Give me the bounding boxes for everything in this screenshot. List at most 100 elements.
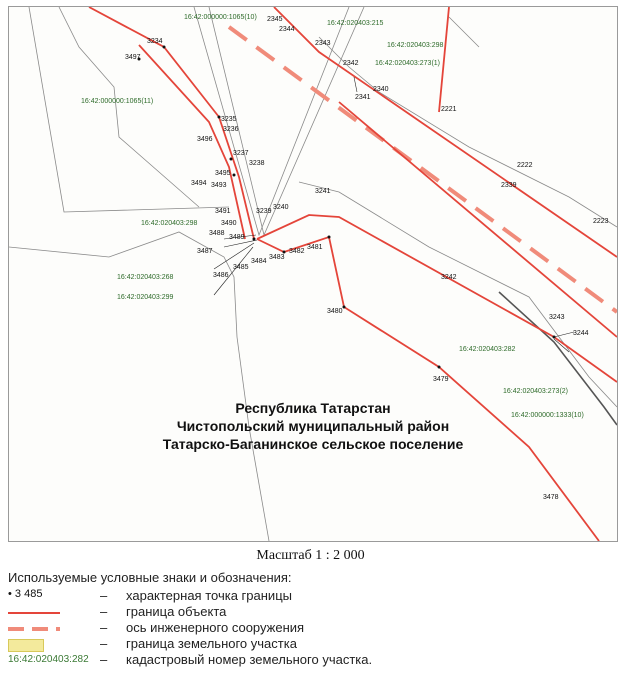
boundary-west-a (88, 7, 255, 240)
point-3235 (217, 115, 221, 119)
label-3242: 3242 (441, 274, 457, 281)
label-3243: 3243 (549, 314, 565, 321)
legend-desc-axis: ось инженерного сооружения (126, 620, 305, 635)
point-3483 (282, 250, 286, 254)
map-frame[interactable]: 3234 3497 3235 3236 3496 3237 3238 3495 … (8, 6, 618, 542)
label-3483: 3483 (269, 254, 285, 261)
gray-line-south (298, 181, 617, 408)
gray-line-ne (448, 16, 480, 48)
label-3482: 3482 (289, 248, 305, 255)
label-2221: 2221 (441, 106, 457, 113)
region-district: Чистопольский муниципальный район (176, 418, 450, 434)
label-3488: 3488 (209, 230, 225, 237)
label-3236: 3236 (223, 126, 239, 133)
label-3486: 3486 (213, 272, 229, 279)
point-3237 (229, 157, 233, 161)
label-3495: 3495 (215, 170, 231, 177)
cad-label-268: 16:42:020403:268 (117, 274, 174, 281)
gray-line-west-parcel (28, 7, 230, 213)
label-3494: 3494 (191, 180, 207, 187)
boundary-west-b (138, 44, 246, 240)
point-3489 (252, 237, 256, 241)
label-3237: 3237 (233, 150, 249, 157)
legend-point-sample: • 3 485 (8, 588, 43, 600)
legend-dashed-line-icon (8, 627, 60, 631)
legend-parcel-swatch-icon (8, 639, 44, 652)
label-2340: 2340 (373, 86, 389, 93)
label-2344: 2344 (279, 26, 295, 33)
legend-row-boundary: – граница объекта (8, 604, 618, 622)
legend-cadastral-sample: 16:42:020403:282 (8, 654, 89, 665)
dark-line-road (498, 291, 617, 426)
label-2341: 2341 (355, 94, 371, 101)
boundary-points (137, 45, 556, 369)
cad-label-273-1: 16:42:020403:273(1) (375, 60, 440, 67)
cad-label-1065-11: 16:42:000000:1065(11) (81, 98, 153, 105)
map-canvas[interactable]: 3234 3497 3235 3236 3496 3237 3238 3495 … (9, 7, 617, 541)
label-3234: 3234 (147, 38, 163, 45)
label-2222: 2222 (517, 162, 533, 169)
cad-label-298-west: 16:42:020403:298 (141, 220, 198, 227)
region-settlement: Татарско-Баганинское сельское поселение (162, 436, 464, 452)
label-2223: 2223 (593, 218, 609, 225)
label-3480: 3480 (327, 308, 343, 315)
label-2345: 2345 (267, 16, 283, 23)
boundary-corridor-north (273, 7, 617, 258)
gray-line-v-roads (193, 7, 350, 237)
label-3241: 3241 (315, 188, 331, 195)
gray-line-corridor (318, 36, 617, 228)
legend-dash: – (100, 604, 108, 619)
label-3491: 3491 (215, 208, 231, 215)
label-3496: 3496 (197, 136, 213, 143)
cadastral-labels: 16:42:000000:1065(10) 16:42:020403:215 1… (81, 14, 584, 419)
legend-symbol-point: • 3 485 (8, 588, 88, 606)
legend-desc-point: характерная точка границы (126, 588, 292, 603)
legend-symbol-boundary (8, 604, 88, 622)
engineering-axis-line (227, 25, 617, 314)
point-3480 (342, 305, 346, 309)
boundary-corridor-south (338, 101, 617, 338)
label-2343: 2343 (315, 40, 331, 47)
label-3479: 3479 (433, 376, 449, 383)
label-3497: 3497 (125, 54, 141, 61)
cad-label-215: 16:42:020403:215 (327, 20, 384, 27)
gray-line-inner (58, 7, 200, 208)
legend-row-parcel: – граница земельного участка (8, 636, 618, 654)
gray-line-lane (9, 231, 270, 541)
label-3478: 3478 (543, 494, 559, 501)
cad-label-273-2: 16:42:020403:273(2) (503, 388, 568, 395)
legend-desc-boundary: граница объекта (126, 604, 227, 619)
legend-row-point: • 3 485 – характерная точка границы (8, 588, 618, 606)
point-3495 (232, 173, 236, 177)
legend-dash: – (100, 620, 108, 635)
label-3239: 3239 (256, 208, 272, 215)
legend-row-axis: – ось инженерного сооружения (8, 620, 618, 638)
label-3244: 3244 (573, 330, 589, 337)
parcel-lines (9, 7, 617, 541)
legend-symbol-parcel (8, 636, 88, 654)
label-3487: 3487 (197, 248, 213, 255)
label-2339: 2339 (501, 182, 517, 189)
label-3481: 3481 (307, 244, 323, 251)
cad-label-299: 16:42:020403:299 (117, 294, 174, 301)
cad-label-298-north: 16:42:020403:298 (387, 42, 444, 49)
boundary-ne-parcel (438, 7, 450, 113)
point-3479 (437, 365, 441, 369)
cad-label-282: 16:42:020403:282 (459, 346, 516, 353)
legend-desc-cadastral: кадастровый номер земельного участка. (126, 652, 373, 667)
label-3489: 3489 (229, 234, 245, 241)
cad-label-1333-10: 16:42:000000:1333(10) (511, 412, 584, 419)
map-scale: Масштаб 1 : 2 000 (256, 548, 365, 563)
label-3235: 3235 (221, 116, 237, 123)
boundary-south-east (256, 214, 617, 383)
point-3234 (162, 45, 166, 49)
legend-red-line-icon (8, 612, 60, 614)
label-3493: 3493 (211, 182, 227, 189)
label-3240: 3240 (273, 204, 289, 211)
point-3497 (137, 57, 141, 61)
legend-dash: – (100, 636, 108, 651)
point-labels: 3234 3497 3235 3236 3496 3237 3238 3495 … (125, 16, 609, 501)
cad-label-1065-10: 16:42:000000:1065(10) (184, 14, 257, 21)
legend-symbol-cadastral: 16:42:020403:282 (8, 652, 89, 670)
legend-desc-parcel: граница земельного участка (126, 636, 297, 651)
